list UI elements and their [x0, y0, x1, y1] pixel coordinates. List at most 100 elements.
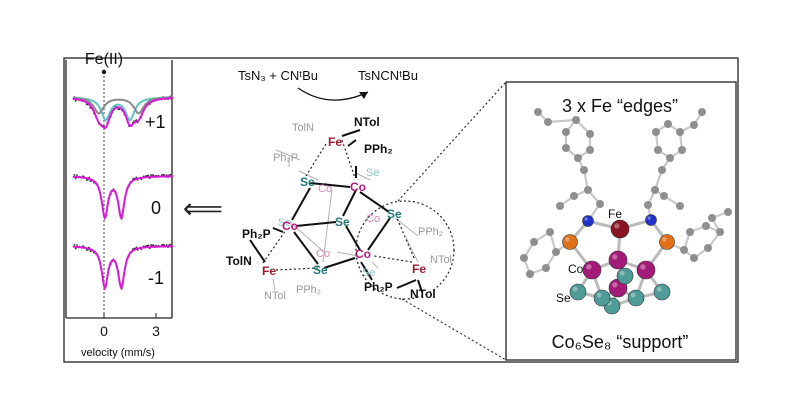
- bold-labels: NTol Fe PPh₂ Se Co Co Se Se Ph₂P Co TolN…: [226, 115, 436, 301]
- spectrum-data-point: [73, 174, 76, 176]
- zoom-connector-top: [397, 81, 507, 202]
- spectrum-fit-curve: [72, 245, 174, 291]
- structure-panel: 3 x Fe “edges” Co₆Se₈ “support” Fe Co Se: [505, 81, 737, 361]
- carbon-atom: [686, 228, 694, 236]
- label-toln-left: TolN: [226, 254, 252, 268]
- spectrum-data-point: [74, 247, 77, 250]
- label-co-faded-mid: Co: [366, 213, 380, 225]
- cluster-scheme: TolN Ph₂P Co Se Se Co Co Se PPh₂ NTol NT…: [226, 81, 507, 361]
- mossbauer-panel: Fe(II) 0 3 velocity (mm/s) +1 0 -1: [65, 51, 174, 359]
- zoom-connector-bottom: [401, 298, 507, 361]
- selenium-atom-highlight: [572, 286, 578, 292]
- spectrum-data-point: [76, 174, 78, 177]
- selenium-atom-highlight: [596, 292, 602, 298]
- carbon-atom: [530, 238, 538, 246]
- label-se-center: Se: [335, 215, 350, 229]
- cobalt-atom-highlight: [612, 282, 618, 288]
- spectrum-data-point: [147, 244, 150, 247]
- spectrum-component-curve: [72, 96, 174, 115]
- label-co-faded-bottom: Co: [316, 248, 330, 260]
- cobalt-atom: [582, 260, 602, 280]
- label-se-right: Se: [387, 207, 402, 221]
- carbon-atom: [584, 186, 592, 194]
- moss-center-dot: [101, 69, 107, 75]
- spectrum-data-point: [152, 244, 155, 247]
- carbon-atom: [556, 202, 564, 210]
- carbon-atom: [574, 154, 582, 162]
- panel-label-zero: 0: [151, 198, 161, 218]
- carbon-atom: [544, 118, 552, 126]
- structure-frame: [505, 81, 737, 361]
- spectrum-data-point: [152, 174, 155, 177]
- carbon-atom: [690, 121, 698, 129]
- label-se-top: Se: [300, 175, 315, 189]
- label-pph2-right: PPh₂: [418, 226, 443, 238]
- label-ntol-right: NTol: [430, 254, 452, 266]
- double-arrow-left-icon: ⟸: [183, 193, 223, 224]
- carbon-atom: [698, 108, 706, 116]
- phosphorus-atom: [659, 234, 675, 250]
- moss-title: Fe(II): [85, 51, 123, 68]
- selenium-atom-highlight: [630, 292, 636, 298]
- reaction-scheme-top: TsN₃ + CNᵗBu TsNCNᵗBu: [238, 68, 418, 101]
- faded-labels: TolN Ph₂P Co Se Se Co Co Se PPh₂ NTol NT…: [264, 122, 452, 302]
- iron-atom: [610, 219, 630, 239]
- carbon-atom: [708, 214, 716, 222]
- product-text: TsNCNᵗBu: [358, 68, 418, 83]
- label-ph2p-top: Ph₂P: [273, 152, 298, 164]
- phosphorus-atom-highlight: [565, 237, 570, 242]
- iron-atom-highlight: [614, 223, 620, 229]
- label-se-faded-bottom: Se: [362, 267, 375, 279]
- structure-subtitle: Co₆Se₈ “support”: [552, 332, 689, 352]
- spectrum-data-point: [169, 243, 172, 246]
- label-ph2p-left: Ph₂P: [242, 227, 271, 241]
- spectrum-fit-curve: [72, 97, 174, 130]
- label-fe-right: Fe: [412, 262, 426, 276]
- spectrum-data-point: [74, 99, 77, 102]
- structure-label-co: Co: [568, 262, 584, 276]
- carbon-atom: [704, 244, 712, 252]
- carbon-atom: [542, 264, 550, 272]
- ball-and-stick-model: [520, 108, 732, 315]
- carbon-atom: [651, 186, 659, 194]
- carbon-atom: [716, 228, 724, 236]
- selenium-atom-highlight: [656, 286, 662, 292]
- carbon-atom: [546, 228, 554, 236]
- label-fe-left: Fe: [262, 264, 276, 278]
- carbon-atom: [666, 154, 674, 162]
- spectrum-plus1: [72, 95, 174, 130]
- structure-title: 3 x Fe “edges”: [562, 96, 678, 116]
- label-ntol-top: NTol: [354, 115, 380, 129]
- phosphorus-atom: [562, 234, 578, 250]
- spectrum-data-point: [73, 244, 76, 246]
- nitrogen-atom: [582, 215, 594, 227]
- label-ntol-left: NTol: [264, 290, 286, 302]
- faded-bonds: [272, 149, 419, 291]
- structure-label-se: Se: [556, 291, 571, 305]
- selenium-atom: [616, 267, 634, 285]
- selenium-atom-highlight: [619, 270, 625, 276]
- fe-dotted-bonds: [262, 139, 415, 271]
- carbon-atom: [660, 192, 668, 200]
- selenium-atom: [593, 289, 611, 307]
- spectrum-zero: [72, 173, 174, 221]
- moss-tick-label-3: 3: [152, 323, 160, 339]
- carbon-atom: [552, 248, 560, 256]
- spectrum-minus1: [72, 243, 174, 291]
- carbon-atom: [676, 202, 684, 210]
- carbon-atom: [520, 254, 528, 262]
- structure-label-fe: Fe: [608, 207, 622, 221]
- ligand-bond: [547, 118, 577, 124]
- phosphorus-atom-highlight: [662, 237, 667, 242]
- carbon-atom: [676, 128, 684, 136]
- moss-xaxis-label: velocity (mm/s): [81, 347, 155, 359]
- moss-tick-label-0: 0: [100, 323, 108, 339]
- label-ntol-bottom: NTol: [410, 287, 436, 301]
- cobalt-atom-highlight: [586, 264, 592, 270]
- cobalt-atom-highlight: [612, 254, 618, 260]
- label-se-faded-left: Se: [278, 217, 291, 229]
- label-pph2-bottom: PPh₂: [296, 284, 321, 296]
- carbon-atom: [562, 144, 570, 152]
- carbon-atom: [586, 146, 594, 154]
